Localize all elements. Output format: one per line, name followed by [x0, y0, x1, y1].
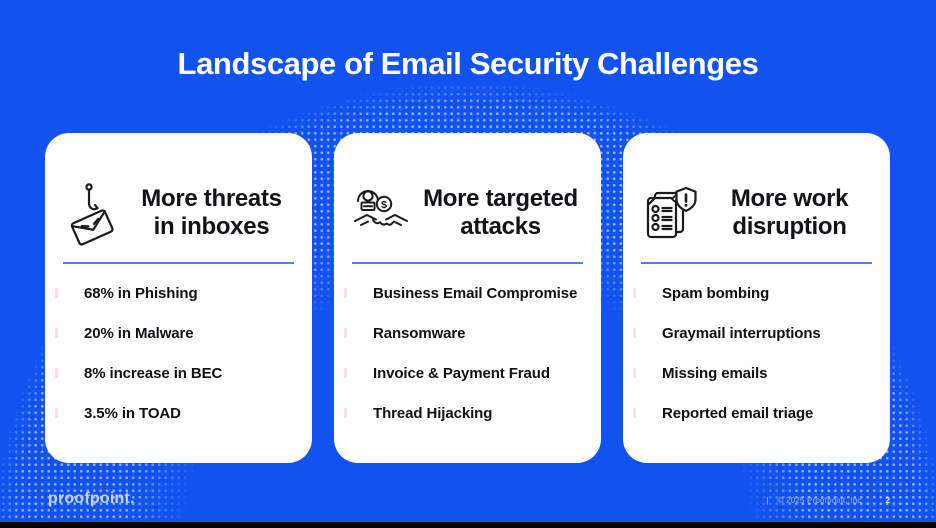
bullet-tick: [344, 368, 347, 378]
card-divider-line: [352, 262, 583, 264]
list-item: 68% in Phishing: [55, 273, 312, 313]
card-list: Spam bombing Graymail interruptions Miss…: [623, 273, 890, 433]
card-heading: More threats in inboxes: [123, 185, 300, 241]
page-number: 2: [885, 496, 890, 505]
list-item: Missing emails: [633, 353, 890, 393]
card-heading: More targeted attacks: [412, 185, 589, 241]
bullet-tick: [633, 368, 636, 378]
copyright-text: © 2025 Proofpoint, Inc: [777, 496, 862, 505]
list-item: 8% increase in BEC: [55, 353, 312, 393]
list-item-label: 8% increase in BEC: [84, 364, 223, 382]
cards-row: More threats in inboxes 68% in Phishing …: [45, 133, 891, 463]
card-targeted-attacks: $ More targeted attacks Business Email: [334, 133, 601, 463]
list-item-label: Reported email triage: [662, 404, 814, 422]
bullet-tick: [55, 328, 58, 338]
hacker-handshake-money-icon: $: [350, 179, 412, 247]
bullet-tick: [633, 288, 636, 298]
bullet-tick: [344, 408, 347, 418]
card-list: Business Email Compromise Ransomware Inv…: [334, 273, 601, 433]
list-item: Reported email triage: [633, 393, 890, 433]
card-divider-line: [63, 262, 294, 264]
list-item-label: Invoice & Payment Fraud: [373, 364, 550, 382]
svg-text:$: $: [381, 199, 387, 211]
card-header: $ More targeted attacks: [334, 175, 601, 251]
bullet-tick: [344, 328, 347, 338]
bullet-tick: [633, 328, 636, 338]
list-item-label: Business Email Compromise: [373, 284, 578, 302]
list-item-label: Spam bombing: [662, 284, 770, 302]
list-item-label: Graymail interruptions: [662, 324, 821, 342]
list-item-label: Ransomware: [373, 324, 466, 342]
bottom-black-bar: [0, 522, 936, 528]
card-work-disruption: More work disruption Spam bombing Grayma…: [623, 133, 890, 463]
card-heading-line: in inboxes: [153, 213, 270, 240]
list-item-label: 20% in Malware: [84, 324, 194, 342]
phishing-hook-envelope-icon: [61, 179, 123, 247]
card-heading-line: More targeted: [423, 184, 578, 212]
bullet-tick: [55, 288, 58, 298]
list-item-label: 3.5% in TOAD: [84, 404, 181, 422]
card-list: 68% in Phishing 20% in Malware 8% increa…: [45, 273, 312, 433]
footer-divider: |: [766, 496, 769, 505]
proofpoint-logo: proofpoint.: [48, 490, 135, 507]
list-item-label: 68% in Phishing: [84, 284, 198, 302]
list-item: Spam bombing: [633, 273, 890, 313]
list-item: Invoice & Payment Fraud: [344, 353, 601, 393]
card-header: More work disruption: [623, 175, 890, 251]
card-heading-line: More threats: [141, 184, 282, 212]
bullet-tick: [55, 408, 58, 418]
card-heading-line: More work: [730, 184, 849, 212]
footer-meta: | © 2025 Proofpoint, Inc 2: [766, 496, 890, 505]
list-item: 3.5% in TOAD: [55, 393, 312, 433]
card-heading: More work disruption: [701, 185, 878, 241]
card-heading-line: attacks: [460, 213, 541, 240]
checklist-alert-shield-icon: [639, 179, 701, 247]
card-header: More threats in inboxes: [45, 175, 312, 251]
card-heading-line: disruption: [732, 213, 847, 240]
card-divider-line: [641, 262, 872, 264]
list-item-label: Thread Hijacking: [373, 404, 493, 422]
list-item: Graymail interruptions: [633, 313, 890, 353]
list-item-label: Missing emails: [662, 364, 768, 382]
bullet-tick: [633, 408, 636, 418]
bullet-tick: [55, 368, 58, 378]
list-item: Business Email Compromise: [344, 273, 601, 313]
list-item: 20% in Malware: [55, 313, 312, 353]
slide-title: Landscape of Email Security Challenges: [177, 46, 759, 81]
list-item: Ransomware: [344, 313, 601, 353]
list-item: Thread Hijacking: [344, 393, 601, 433]
bullet-tick: [344, 288, 347, 298]
card-threats-in-inboxes: More threats in inboxes 68% in Phishing …: [45, 133, 312, 463]
